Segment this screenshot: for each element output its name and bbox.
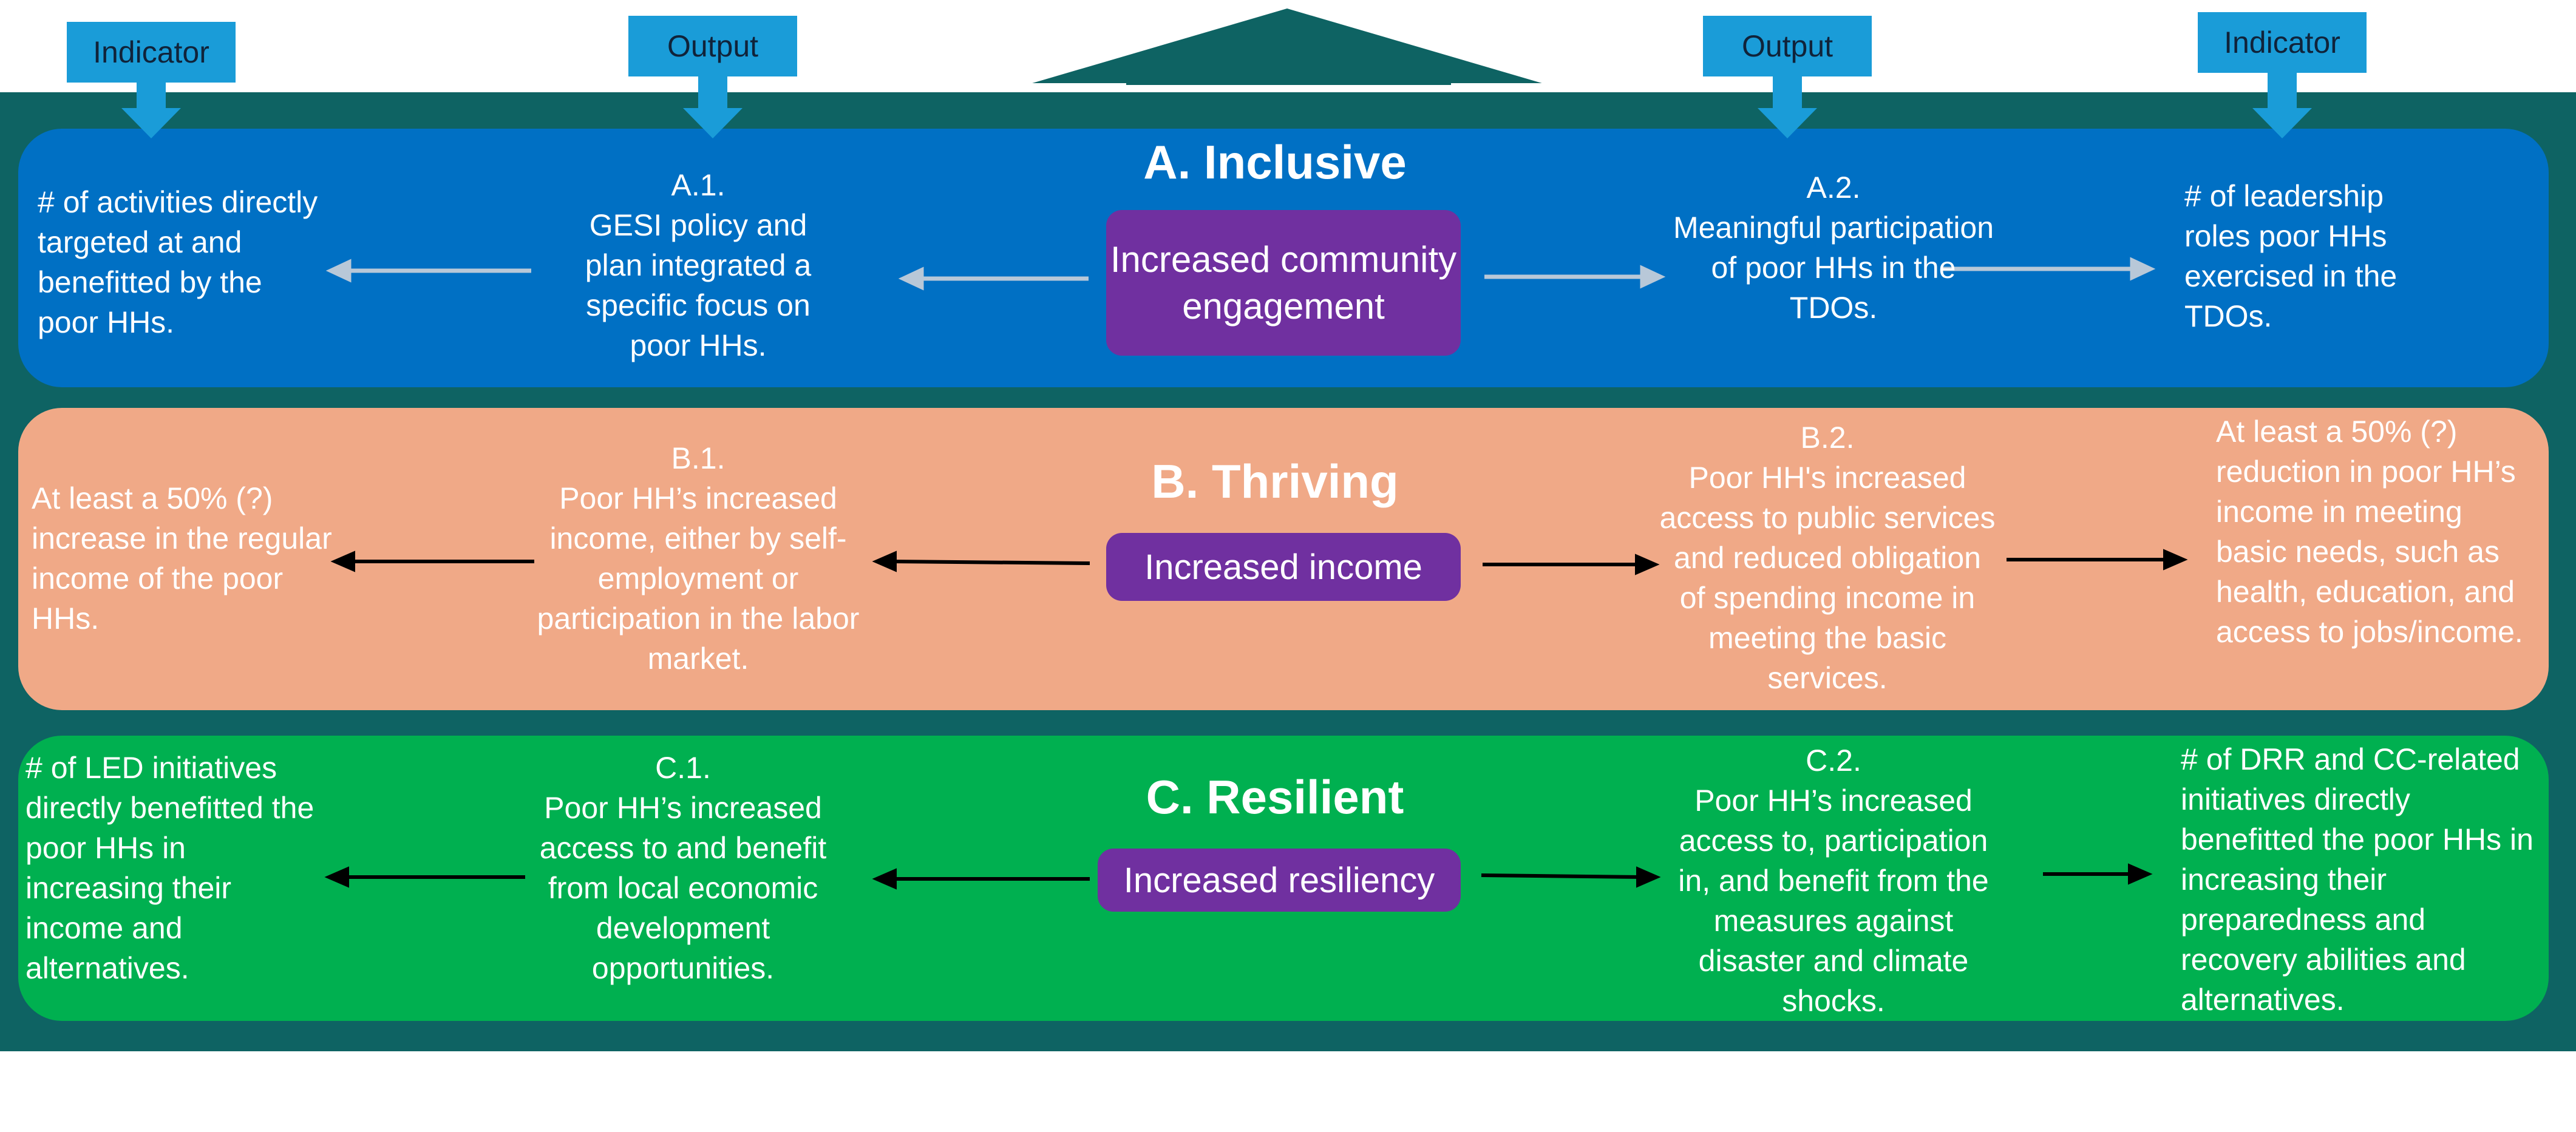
row-b-left-indicator: At least a 50% (?) increase in the regul… [32,481,332,635]
row-a-center-pill: Increased community engagement [1106,210,1461,356]
down-arrow-indicator-right [2252,72,2312,138]
row-a-left-output: A.1. GESI policy and plan integrated a s… [585,168,812,362]
row-a-right-output: A.2. Meaningful participation of poor HH… [1673,171,1994,325]
indicator-tag-right: Indicator [2198,12,2367,73]
down-arrow-output-right [1758,75,1817,138]
output-tag-right: Output [1703,16,1872,76]
output-tag-left-label: Output [667,29,759,63]
output-tag-right-label: Output [1741,29,1833,63]
row-c-right-indicator: # of DRR and CC-related initiatives dire… [2181,742,2534,1017]
row-c-right-output: C.2. Poor HH’s increased access to, part… [1678,744,1989,1018]
output-tag-left: Output [628,16,797,76]
row-b-right-indicator: At least a 50% (?) reduction in poor HH’… [2216,415,2523,649]
row-a-title: A. Inclusive [1143,135,1407,189]
down-arrow-output-left [683,75,743,138]
row-c-center-label: Increased resiliency [1123,860,1435,900]
indicator-tag-right-label: Indicator [2224,25,2340,59]
row-a-right-indicator: # of leadership roles poor HHs exercised… [2184,179,2398,333]
indicator-tag-left-label: Indicator [93,35,209,69]
row-b-title: B. Thriving [1151,455,1399,508]
row-b-left-output: B.1. Poor HH’s increased income, either … [537,441,860,676]
row-a-left-indicator: # of activities directly targeted at and… [38,185,318,339]
down-arrow-indicator-left [121,81,181,138]
indicator-tag-left: Indicator [67,22,236,83]
row-c-left-output: C.1. Poor HH’s increased access to and b… [539,751,827,985]
roof-triangle [1026,8,1548,88]
row-c-center-pill: Increased resiliency [1098,849,1461,912]
row-b-center-label: Increased income [1144,547,1422,587]
row-a-center-label: Increased community engagement [1110,239,1457,327]
down-arrows [121,72,2312,138]
row-b-center-pill: Increased income [1106,533,1461,601]
row-c-left-indicator: # of LED initiatives directly benefitted… [25,751,314,985]
row-c-title: C. Resilient [1146,770,1404,824]
row-b-right-output: B.2. Poor HH's increased access to publi… [1659,421,1996,695]
